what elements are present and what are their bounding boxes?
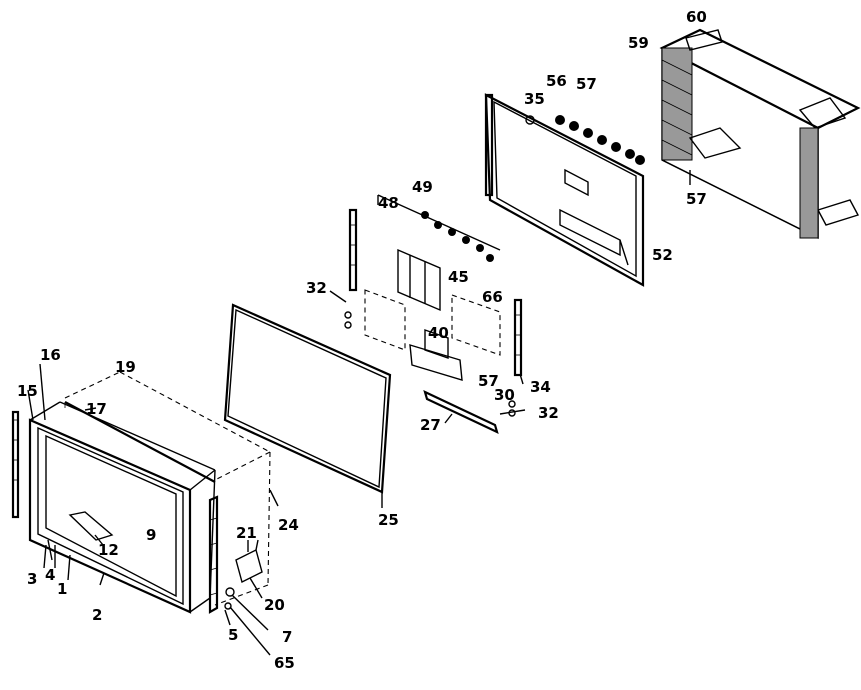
callout-3: 3 [27,570,37,588]
callout-34: 34 [530,378,551,396]
callout-24: 24 [278,516,299,534]
callout-32-right: 32 [538,404,559,422]
callout-35: 35 [524,90,545,108]
callout-4: 4 [45,566,55,584]
callout-7: 7 [282,628,292,646]
left-side-strip [11,410,20,519]
callout-9: 9 [146,526,156,544]
callout-20: 20 [264,596,285,614]
callout-12: 12 [98,541,119,559]
callout-65: 65 [274,654,295,672]
callout-57-right: 57 [686,190,707,208]
callout-25: 25 [378,511,399,529]
callout-59: 59 [628,34,649,52]
callout-2: 2 [92,606,102,624]
callout-66: 66 [482,288,503,306]
screen-panel [223,303,392,494]
callout-labels: 16 19 15 17 3 4 1 2 12 9 21 24 20 5 7 65… [17,8,707,672]
mount-bracket [224,539,263,610]
callout-56: 56 [546,72,567,90]
callout-32-left: 32 [306,279,327,297]
callout-40: 40 [428,324,449,342]
callout-57-top: 57 [576,75,597,93]
callout-49: 49 [412,178,433,196]
callout-5: 5 [228,626,238,644]
callout-15: 15 [17,382,38,400]
callout-52: 52 [652,246,673,264]
rear-panel [484,93,645,287]
callout-30: 30 [494,386,515,404]
callout-60: 60 [686,8,707,26]
callout-17: 17 [86,400,107,418]
chassis-assembly [344,194,523,435]
callout-57-lower: 57 [478,372,499,390]
side-trim-strip [208,495,219,614]
cabinet-outline [64,371,271,606]
callout-48: 48 [378,194,399,212]
callout-19: 19 [115,358,136,376]
callout-27: 27 [420,416,441,434]
callout-21: 21 [236,524,257,542]
back-cover [659,28,861,240]
callout-1: 1 [57,580,67,598]
callout-16: 16 [40,346,61,364]
leader-lines [27,170,691,656]
callout-45: 45 [448,268,469,286]
